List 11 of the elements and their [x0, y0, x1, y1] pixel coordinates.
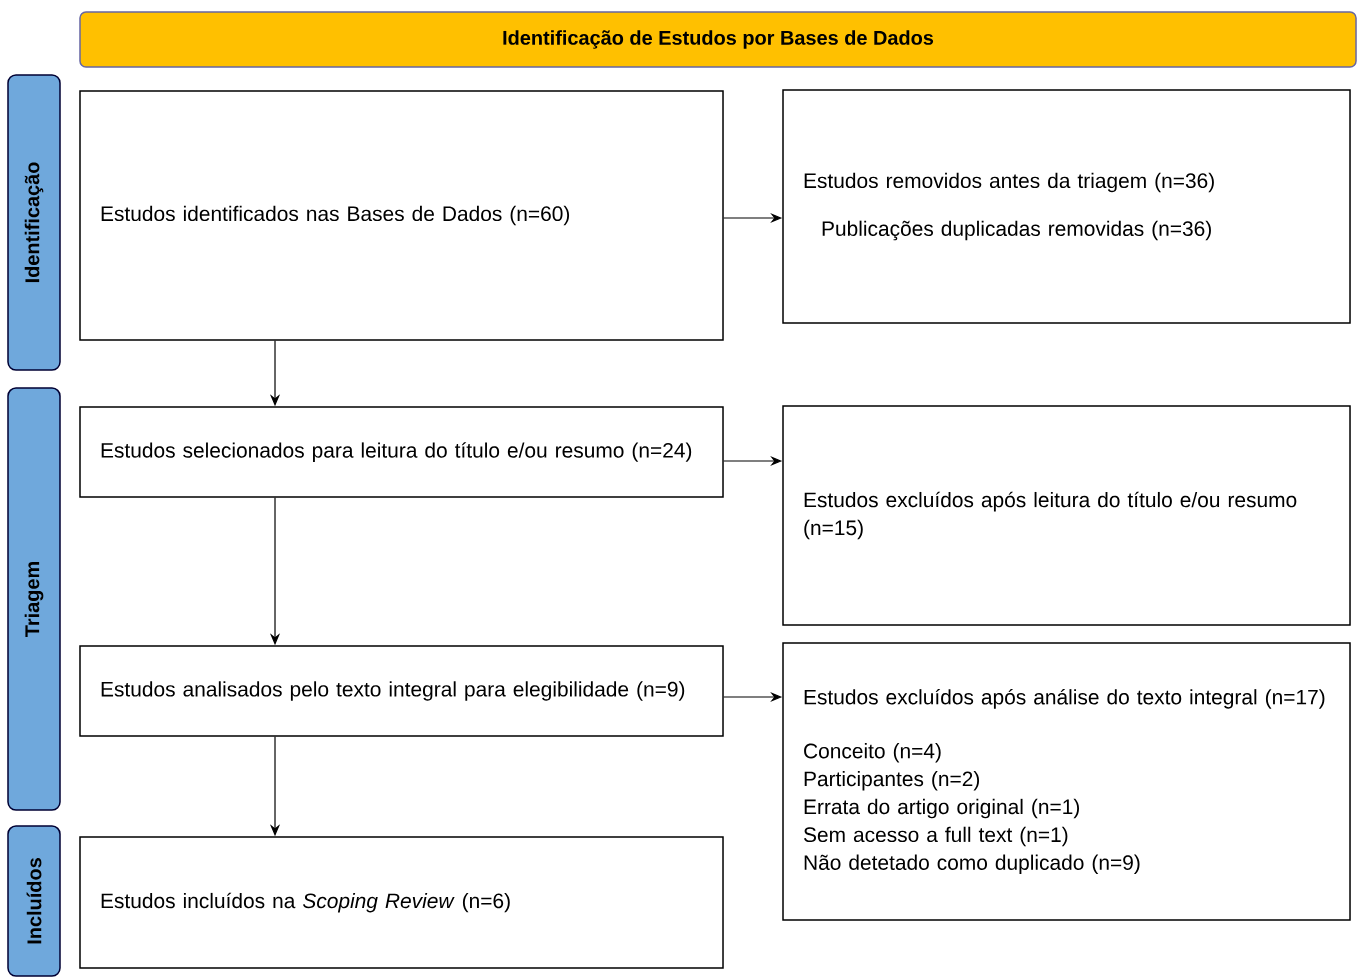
process-box: Estudos identificados nas Bases de Dados (n=60) — [79, 90, 724, 341]
process-box: Estudos incluídos na Scoping Review (n=6) — [79, 836, 724, 969]
process-box: Estudos excluídos após análise do texto integral (n=17) Conceito (n=4) Participantes (n=2) Errata do artigo original (n=1) Sem acesso a full text (n=1) Não detetado como duplicado (n=9) — [782, 642, 1351, 921]
process-box: Estudos excluídos após leitura do título e/ou resumo (n=15) — [782, 405, 1351, 626]
process-box: Estudos selecionados para leitura do título e/ou resumo (n=24) — [79, 406, 724, 498]
process-box: Estudos removidos antes da triagem (n=36) Publicações duplicadas removidas (n=36) — [782, 89, 1351, 324]
header-band: Identificação de Estudos por Bases de Dados — [79, 11, 1357, 68]
section-label: Triagem — [7, 387, 61, 811]
section-label: Identificação — [7, 74, 61, 371]
process-box: Estudos analisados pelo texto integral para elegibilidade (n=9) — [79, 645, 724, 737]
section-label: Incluídos — [7, 825, 61, 977]
